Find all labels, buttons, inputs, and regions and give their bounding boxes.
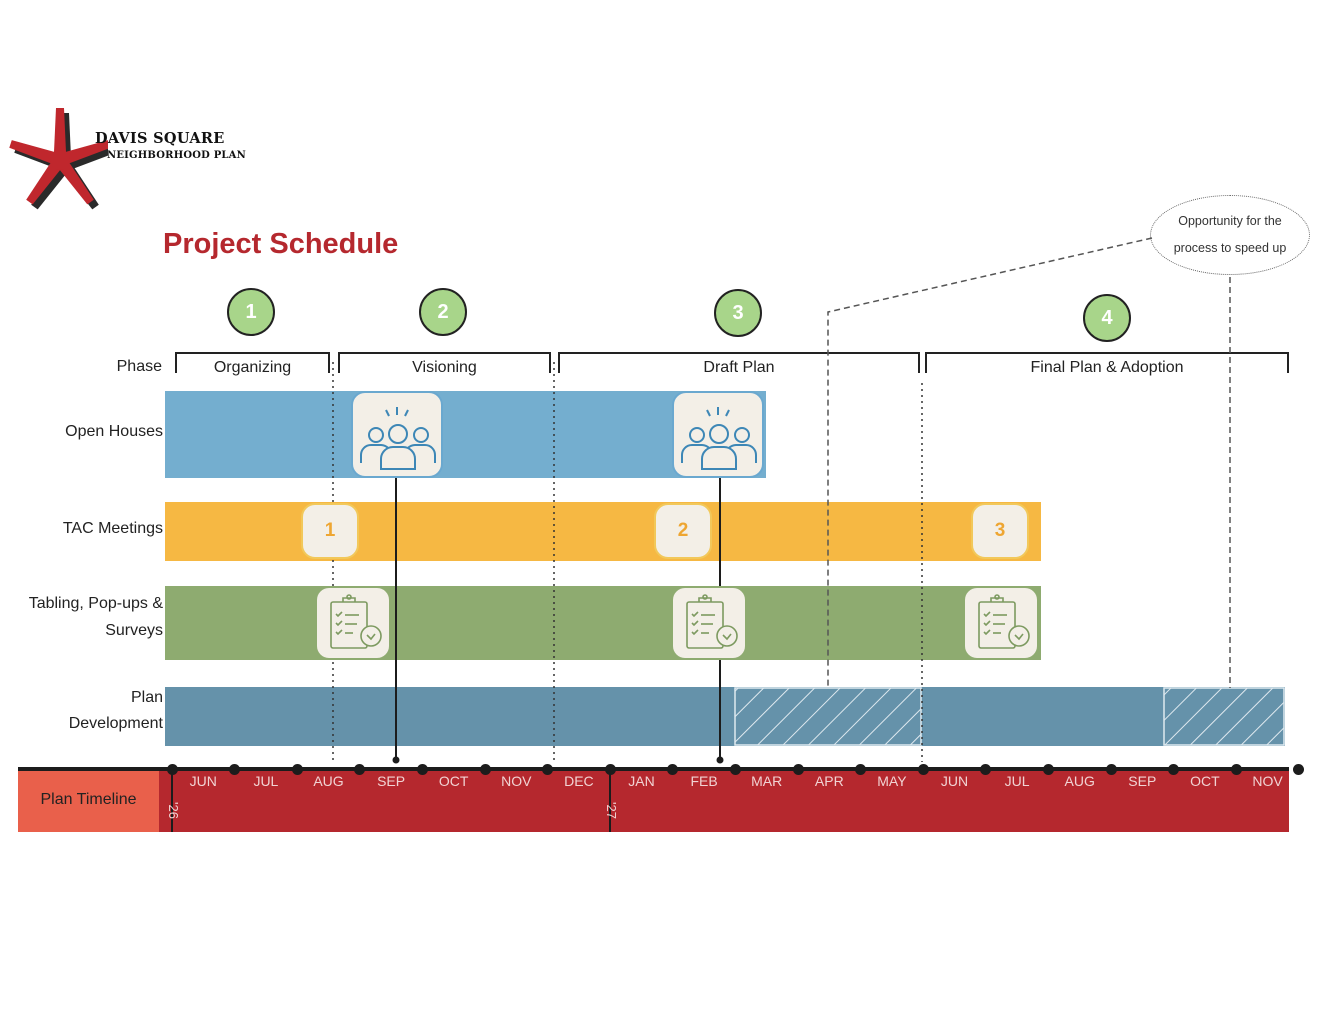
timeline-tick-dot [1293,764,1305,775]
timeline-month-label: OCT [438,773,469,789]
timeline-tick-dot [1168,764,1180,775]
timeline-month-label: JUN [189,773,217,789]
logo-star-icon [9,108,108,210]
timeline-tick-dot [1230,764,1242,775]
timeline-month-label: SEP [1128,773,1157,789]
people-group-icon [681,407,757,470]
timeline-tick-dot [855,764,867,775]
tabling-bar [165,586,1041,660]
timeline-month-label: NOV [1252,773,1283,789]
timeline-tick-dot [1105,764,1117,775]
timeline-band [159,771,1289,832]
timeline-tick-dot [1042,764,1054,775]
timeline-month-label: MAR [751,773,783,789]
timeline-month-label: JUL [1004,773,1030,789]
timeline-tick-dot [291,764,303,775]
hatch-area-1 [734,687,922,746]
timeline-tick-dot [354,764,366,775]
year-label-2026: '26 [166,802,181,819]
logo-subtitle: NEIGHBORHOOD PLAN [107,150,246,161]
phase-3-badge: 3 [714,289,762,337]
timeline-tick-dot [729,764,741,775]
year-marker-2026 [171,770,173,832]
phase-4-name: Final Plan & Adoption [1030,359,1184,376]
open-houses-bar [165,391,766,478]
timeline-month-label: JAN [628,773,655,789]
connector-end-2 [716,756,724,764]
tac-meeting-2: 2 [654,503,712,559]
timeline-tick-dot [229,764,241,775]
page-title: Project Schedule [163,228,399,260]
note-line-2: process to speed up [1173,241,1287,255]
tac-meetings-label: TAC Meetings [62,520,163,537]
open-house-card-1 [351,391,443,478]
open-house-card-2 [672,391,764,478]
tabling-card-3 [963,586,1039,660]
note-line-1: Opportunity for the [1178,214,1282,228]
plan-label-line1: Plan [130,689,163,706]
timeline-month-label: AUG [1064,773,1095,789]
tabling-label-line1: Tabling, Pop-ups & [28,595,163,612]
timeline-month-label: FEB [690,773,718,789]
phase-2-name: Visioning [412,359,477,376]
tabling-card-1 [315,586,391,660]
phase-3-name: Draft Plan [703,359,775,376]
logo-title: DAVIS SQUARE [95,130,225,147]
timeline-tick-dot [917,764,929,775]
year-label-2027: '27 [604,802,619,819]
note-connector-left [827,237,1153,688]
timeline-month-label: DEC [564,773,594,789]
phase-2-badge: 2 [419,288,467,336]
timeline-tick-dot [166,764,178,775]
timeline-label-box [18,771,159,832]
logo [8,100,248,210]
open-houses-label: Open Houses [65,423,163,440]
phase-4-badge: 4 [1083,294,1131,342]
bracket-final [925,352,1289,373]
timeline-tick-dot [416,764,428,775]
timeline-tick-dot [479,764,491,775]
bracket-organizing [175,352,330,373]
bracket-draft [558,352,920,373]
plan-label-line2: Development [68,715,163,732]
timeline-month-label: SEP [377,773,406,789]
year-marker-2027 [609,770,611,832]
bracket-visioning [338,352,551,373]
tabling-label-line2: Surveys [105,622,163,639]
tac-meeting-3: 3 [971,503,1029,559]
plan-development-bar [165,687,1285,746]
tabling-card-2 [671,586,747,660]
phase-1-name: Organizing [213,359,292,376]
people-group-icon [360,407,436,470]
phase-row-label: Phase [116,358,162,375]
hatch-area-2 [1163,687,1285,746]
clipboard-check-icon [330,594,382,649]
timeline-tick-dot [667,764,679,775]
timeline-month-label: JUN [940,773,969,789]
timeline-month-label: OCT [1190,773,1220,789]
timeline-tick-dot [604,764,616,775]
timeline-month-label: NOV [501,773,532,789]
clipboard-check-icon [978,594,1030,649]
timeline-month-label: JUL [253,773,279,789]
speed-up-note: Opportunity for the process to speed up [1150,195,1310,275]
phase-1-badge: 1 [227,288,275,336]
timeline-month-label: MAY [877,773,907,789]
connector-end-1 [392,756,400,764]
clipboard-check-icon [686,594,738,649]
timeline-month-label: APR [814,773,844,789]
timeline-tick-dot [980,764,992,775]
tac-meeting-1: 1 [301,503,359,559]
timeline-tick-dot [542,764,554,775]
timeline-tick-dot [792,764,804,775]
timeline-label: Plan Timeline [40,791,137,808]
timeline-axis [18,767,1289,771]
timeline-month-label: AUG [313,773,344,789]
